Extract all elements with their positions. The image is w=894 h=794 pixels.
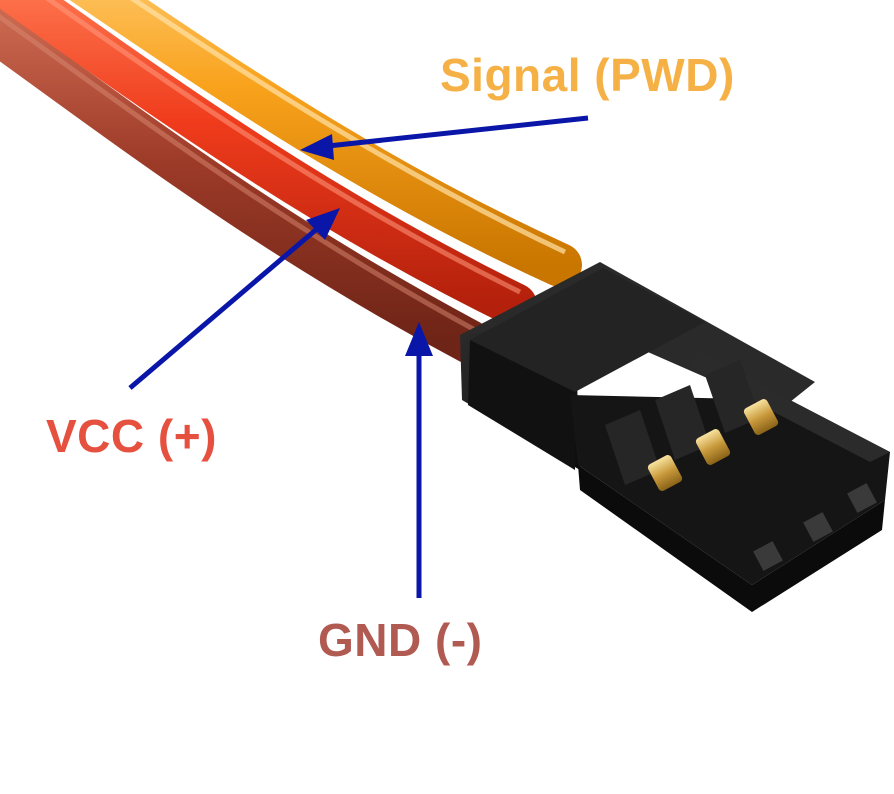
pin-contact-icon	[647, 399, 779, 491]
signal-wire	[69, 0, 582, 287]
pin-socket-icon	[753, 483, 877, 571]
vcc-arrow-icon	[128, 208, 340, 390]
signal-arrow-icon	[300, 115, 589, 160]
gnd-wire	[0, 7, 492, 364]
gnd-label: GND (-)	[318, 614, 483, 666]
vcc-label: VCC (+)	[46, 410, 217, 462]
gnd-arrow-icon	[405, 322, 433, 598]
vcc-wire	[0, 0, 537, 327]
signal-label: Signal (PWD)	[440, 49, 735, 101]
servo-connector-icon	[460, 262, 890, 612]
